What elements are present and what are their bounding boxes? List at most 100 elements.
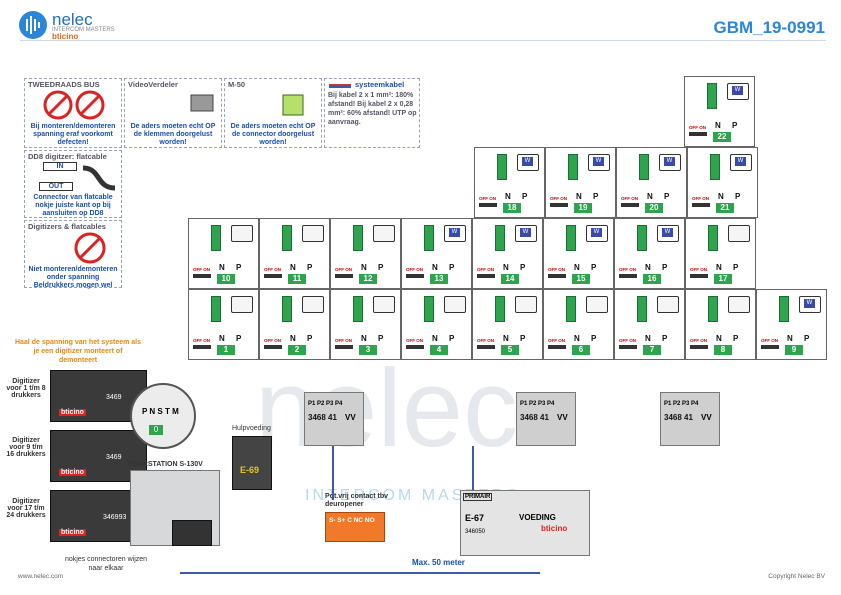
terminal-block [495, 296, 505, 322]
n-label: N [219, 263, 225, 272]
monitor-screen [728, 225, 750, 242]
off-on-switch[interactable] [550, 203, 568, 207]
off-on-switch[interactable] [692, 203, 710, 207]
off-on-switch[interactable] [619, 274, 637, 278]
off-on-switch[interactable] [690, 274, 708, 278]
note-text: De aders moeten echt OP de klemmen doorg… [130, 123, 216, 146]
footer-url[interactable]: www.nelec.com [18, 573, 64, 580]
off-on-switch[interactable] [264, 345, 282, 349]
bus-wire [472, 446, 474, 490]
max-length-label: Max. 50 meter [412, 558, 465, 567]
logo-name: nelec [52, 10, 93, 29]
off-on-label: OFF ON [548, 338, 565, 343]
terminal-block [637, 296, 647, 322]
off-on-label: OFF ON [335, 338, 352, 343]
off-on-switch[interactable] [548, 345, 566, 349]
off-on-switch[interactable] [619, 345, 637, 349]
off-on-switch[interactable] [193, 274, 211, 278]
logo-sub: INTERCOM MASTERS [52, 27, 115, 33]
off-on-switch[interactable] [406, 274, 424, 278]
n-label: N [432, 334, 438, 343]
monitor-screen [231, 225, 253, 242]
monitor-screen [727, 83, 749, 100]
off-on-switch[interactable] [477, 345, 495, 349]
n-label: N [505, 192, 511, 201]
off-on-label: OFF ON [689, 125, 706, 130]
bus-wire [180, 572, 540, 574]
deurstation-module [172, 520, 212, 546]
concentrator-model: 3468 41 [664, 413, 693, 422]
off-on-switch[interactable] [690, 345, 708, 349]
off-on-switch[interactable] [548, 274, 566, 278]
terminal-block [282, 225, 292, 251]
concentrator-model: 3468 41 [520, 413, 549, 422]
off-on-label: OFF ON [477, 267, 494, 272]
off-on-label: OFF ON [477, 338, 494, 343]
off-on-label: OFF ON [761, 338, 778, 343]
off-on-switch[interactable] [335, 345, 353, 349]
concentrator-pins: P1 P2 P3 P4 [664, 401, 699, 407]
n-label: N [290, 263, 296, 272]
n-label: N [716, 263, 722, 272]
off-on-switch[interactable] [335, 274, 353, 278]
note-title: VideoVerdeler [128, 80, 178, 89]
n-label: N [715, 121, 721, 130]
apartment-number: 14 [501, 274, 519, 284]
monitor-screen [659, 154, 681, 171]
monitor-screen [444, 296, 466, 313]
off-on-switch[interactable] [193, 345, 211, 349]
off-on-switch[interactable] [689, 132, 707, 136]
concentrator-vv: VV [557, 413, 568, 422]
p-label: P [236, 263, 242, 272]
apartment-number: 8 [714, 345, 732, 355]
off-on-label: OFF ON [479, 196, 496, 201]
note-title: Digitizers & flatcables [28, 222, 106, 231]
watermark: nelec [255, 347, 518, 470]
digitizer-brand: bticino [59, 469, 86, 476]
apartment-number: 15 [572, 274, 590, 284]
p-label: P [591, 263, 597, 272]
n-label: N [574, 334, 580, 343]
off-on-switch[interactable] [477, 274, 495, 278]
note-videoverdeler: VideoVerdeler De aders moeten echt OP de… [124, 78, 222, 148]
flatcable-icon [82, 165, 116, 191]
n-label: N [219, 334, 225, 343]
n-label: N [576, 192, 582, 201]
deurstation-label: DEURSTATION S-130V [128, 461, 203, 468]
psu-name: VOEDING [519, 513, 556, 522]
distributor-icon [190, 94, 214, 112]
terminal-block [568, 154, 578, 180]
digitizer-brand: bticino [59, 529, 86, 536]
off-on-label: OFF ON [335, 267, 352, 272]
terminal-block [211, 296, 221, 322]
note-title: M-50 [228, 80, 246, 89]
off-on-switch[interactable] [406, 345, 424, 349]
apartment-number: 21 [716, 203, 734, 213]
voltage-warning: Haal de spanning van het systeem als je … [14, 339, 142, 364]
terminal-block [353, 296, 363, 322]
pin-number: 0 [149, 425, 163, 435]
p-label: P [378, 263, 384, 272]
concentrator-vv: VV [701, 413, 712, 422]
digitizer-code: 3469 [106, 394, 122, 401]
monitor-screen [373, 296, 395, 313]
terminal-block [566, 225, 576, 251]
off-on-switch[interactable] [761, 345, 779, 349]
off-on-switch[interactable] [621, 203, 639, 207]
note-text: De aders moeten echt OP de connector doo… [230, 123, 316, 146]
off-on-switch[interactable] [264, 274, 282, 278]
off-on-switch[interactable] [479, 203, 497, 207]
off-on-label: OFF ON [193, 338, 210, 343]
n-label: N [361, 334, 367, 343]
video-concentrator-1: P1 P2 P3 P4 3468 41 VV [304, 392, 364, 446]
concentrator-vv: VV [345, 413, 356, 422]
apartment-number: 7 [643, 345, 661, 355]
apartment-number: 4 [430, 345, 448, 355]
p-label: P [449, 334, 455, 343]
